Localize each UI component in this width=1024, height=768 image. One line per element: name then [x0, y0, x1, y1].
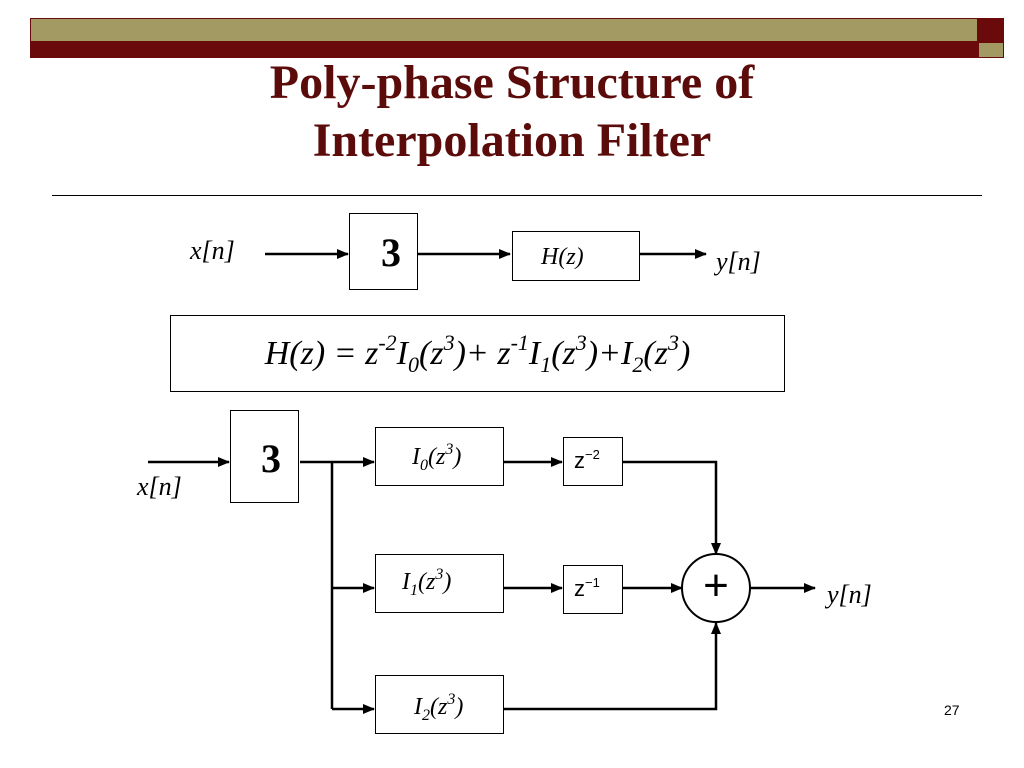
title-line-2: Interpolation Filter: [312, 114, 712, 167]
header-olive-band: [30, 18, 978, 42]
branch0-delay-exp: −2: [585, 447, 600, 462]
branch0-filter-label: I0(z3): [412, 441, 462, 474]
formula-term-1: I: [396, 335, 408, 372]
branch2-to-adder-arrow: [504, 622, 721, 711]
branch1-filter-block: I1(z3): [375, 554, 504, 613]
poly-upsampler-block: 3: [230, 410, 299, 503]
branch1-delay-block: z−1: [563, 565, 623, 614]
top-filter-block: H(z): [512, 231, 640, 281]
top-output-label: y[n]: [716, 247, 761, 276]
branch2-exp: 3: [447, 691, 456, 708]
corner-maroon-square: [978, 18, 1004, 42]
branch0-sym: I: [412, 444, 420, 470]
formula-arg-3: (z: [643, 335, 668, 372]
branch0-to-adder-arrow: [623, 460, 721, 555]
adder-plus-symbol: +: [703, 561, 729, 610]
branch1-close: ): [443, 569, 452, 595]
formula-exp-5: 3: [667, 330, 679, 355]
corner-olive-square: [978, 42, 1004, 58]
formula-mid-2: )+I: [586, 335, 633, 372]
branch2-sub: 2: [422, 707, 430, 724]
header-maroon-band: [30, 42, 978, 58]
formula-arg-2: (z: [551, 335, 576, 372]
branch2-filter-label: I2(z3): [414, 691, 464, 724]
branch2-sym: I: [414, 694, 422, 720]
branch0-delay-base: z: [574, 448, 585, 473]
formula-close: ): [678, 335, 691, 372]
poly-upsampler-factor: 3: [261, 436, 281, 481]
adder-circle: [681, 553, 751, 623]
branch2-arg: (z: [430, 694, 448, 720]
branch0-exp: 3: [445, 441, 454, 458]
poly-input-label: x[n]: [137, 472, 182, 501]
top-upsampler-block: 3: [349, 213, 418, 290]
branch0-delay-block: z−2: [563, 437, 623, 486]
branch0-filter-block: I0(z3): [375, 427, 504, 486]
branch1-delay-label: z−1: [574, 576, 600, 602]
branch1-sub: 1: [410, 582, 418, 599]
branch1-arg: (z: [418, 569, 436, 595]
formula-exp-2: 3: [443, 330, 455, 355]
branch0-delay-label: z−2: [574, 448, 600, 474]
formula-arg-1: (z: [419, 335, 444, 372]
formula-mid-1: )+ z: [454, 335, 511, 372]
top-input-label: x[n]: [190, 236, 235, 265]
poly-output-label: y[n]: [827, 580, 872, 609]
branch1-filter-label: I1(z3): [402, 566, 452, 599]
formula-sub-2: 1: [540, 352, 552, 377]
formula-exp-3: -1: [510, 330, 529, 355]
title-divider: [52, 195, 982, 196]
title-line-1: Poly-phase Structure of: [269, 56, 755, 109]
branch0-close: ): [453, 444, 462, 470]
formula-exp-1: -2: [378, 330, 397, 355]
branch1-sym: I: [402, 569, 410, 595]
formula-lhs: H(z) = z: [264, 335, 379, 372]
branch2-filter-block: I2(z3): [375, 675, 504, 734]
top-upsampler-factor: 3: [381, 230, 401, 275]
branch0-arg: (z: [428, 444, 446, 470]
top-filter-label: H(z): [541, 244, 584, 270]
page-title: Poly-phase Structure of Interpolation Fi…: [112, 54, 912, 170]
formula-sub-1: 0: [408, 352, 419, 377]
formula-sub-3: 2: [632, 352, 644, 377]
branch1-delay-exp: −1: [585, 575, 600, 590]
formula-term-2: I: [528, 335, 541, 372]
formula-exp-4: 3: [575, 330, 587, 355]
page-number: 27: [944, 702, 960, 718]
branch1-delay-base: z: [574, 576, 585, 601]
transfer-function-formula: H(z) = z-2I0(z3)+ z-1I1(z3)+I2(z3): [170, 315, 785, 392]
branch1-exp: 3: [435, 566, 444, 583]
branch0-sub: 0: [420, 457, 428, 474]
branch2-close: ): [455, 694, 464, 720]
